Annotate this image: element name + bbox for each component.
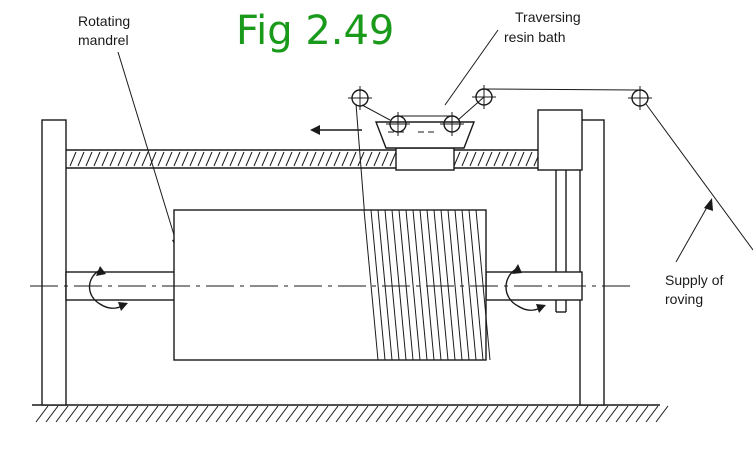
wound-fibres bbox=[363, 209, 491, 361]
guide-pulleys bbox=[348, 85, 652, 136]
leader-resin-bath bbox=[444, 29, 499, 106]
lead-screw bbox=[66, 149, 541, 169]
left-upright bbox=[41, 119, 67, 406]
leader-rotating-mandrel bbox=[117, 51, 182, 252]
label-supply-of-roving: Supply of roving bbox=[665, 272, 727, 307]
rotation-arrow-icon bbox=[505, 264, 546, 313]
figure-title: Fig 2.49 bbox=[236, 8, 394, 54]
label-rotating-mandrel: Rotating mandrel bbox=[78, 13, 134, 48]
ground-floor bbox=[32, 404, 669, 423]
right-upright bbox=[579, 119, 605, 406]
traverse-direction-arrow bbox=[310, 125, 362, 135]
rotation-arrow-icon bbox=[88, 266, 128, 311]
label-traversing-resin-bath: Traversing resin bath bbox=[504, 9, 585, 45]
pulley-icon bbox=[348, 86, 372, 110]
leader-supply-of-roving bbox=[675, 198, 713, 263]
carriage-block bbox=[395, 147, 455, 171]
guide-block bbox=[537, 109, 583, 171]
